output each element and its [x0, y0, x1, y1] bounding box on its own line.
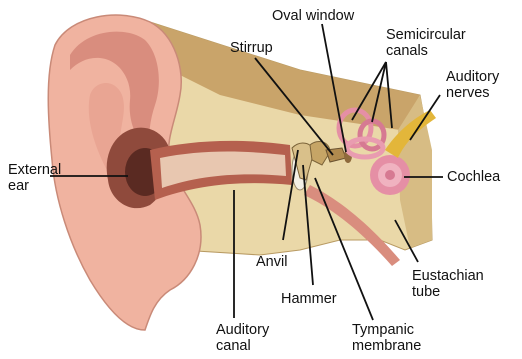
label-oval-window-text: Oval window — [272, 8, 354, 24]
label-external-ear-line1: External — [8, 162, 61, 178]
label-auditory-nerves: Auditory nerves — [446, 69, 499, 101]
label-tympanic-membrane: Tympanic membrane — [352, 322, 421, 354]
label-eustachian-tube: Eustachian tube — [412, 268, 484, 300]
label-auditory-nerves-line1: Auditory — [446, 69, 499, 85]
label-auditory-canal-line2: canal — [216, 338, 269, 354]
label-tympanic-line1: Tympanic — [352, 322, 421, 338]
label-auditory-canal-line1: Auditory — [216, 322, 269, 338]
label-anvil-text: Anvil — [256, 254, 287, 270]
label-external-ear-line2: ear — [8, 178, 61, 194]
label-auditory-nerves-line2: nerves — [446, 85, 499, 101]
cochlea-core — [385, 170, 395, 180]
label-stirrup: Stirrup — [230, 40, 273, 56]
label-hammer: Hammer — [281, 291, 337, 307]
label-eustachian-line1: Eustachian — [412, 268, 484, 284]
label-stirrup-text: Stirrup — [230, 40, 273, 56]
label-auditory-canal: Auditory canal — [216, 322, 269, 354]
label-oval-window: Oval window — [272, 8, 354, 24]
label-cochlea-text: Cochlea — [447, 169, 500, 185]
label-anvil: Anvil — [256, 254, 287, 270]
label-tympanic-line2: membrane — [352, 338, 421, 354]
label-semicircular-line2: canals — [386, 43, 466, 59]
label-semicircular-canals: Semicircular canals — [386, 27, 466, 59]
label-hammer-text: Hammer — [281, 291, 337, 307]
label-eustachian-line2: tube — [412, 284, 484, 300]
label-semicircular-line1: Semicircular — [386, 27, 466, 43]
label-cochlea: Cochlea — [447, 169, 500, 185]
label-external-ear: External ear — [8, 162, 61, 194]
